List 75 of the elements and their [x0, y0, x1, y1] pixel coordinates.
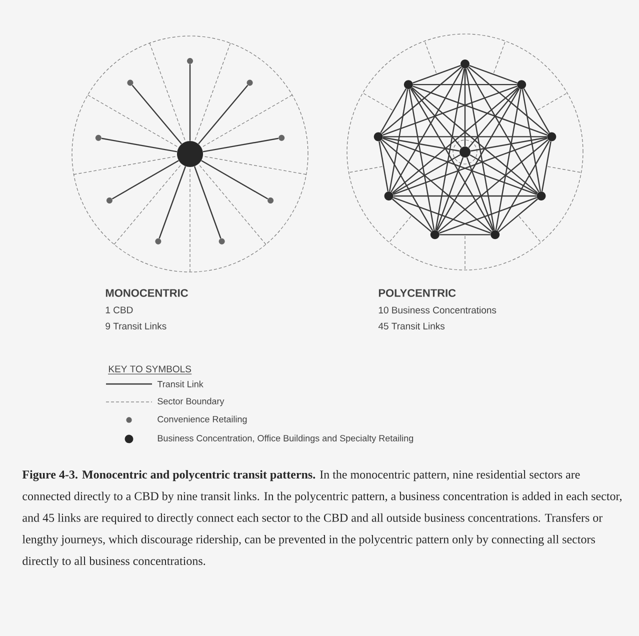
transit-link — [541, 141, 552, 192]
legend-text: Convenience Retailing — [158, 416, 247, 424]
transit-link — [382, 66, 462, 134]
transit-link — [382, 136, 460, 152]
legend-text: Sector Boundary — [158, 398, 224, 406]
business-concentration-dot — [430, 230, 440, 240]
transit-link — [412, 87, 538, 194]
transit-link — [469, 65, 518, 84]
transit-link — [411, 88, 462, 148]
transit-link — [380, 140, 434, 231]
legend-text: Business Concentration, Office Buildings and Specialty Retailing — [158, 434, 414, 444]
pattern-stat: 10 Business Concentrations — [378, 306, 496, 314]
transit-link — [189, 64, 191, 141]
transit-link — [393, 197, 491, 234]
transit-link — [201, 160, 268, 200]
business-concentration-dot — [374, 132, 383, 142]
business-concentration-dot — [536, 191, 546, 200]
business-concentration-dot — [404, 80, 413, 90]
transit-link — [392, 154, 460, 194]
transit-link — [495, 89, 522, 230]
pattern-heading: MONOCENTRIC — [106, 289, 188, 297]
pattern-stat: 45 Transit Links — [378, 322, 445, 330]
transit-link — [439, 197, 537, 234]
transit-link — [132, 84, 182, 144]
business-concentration-dot — [517, 80, 526, 90]
transit-link — [412, 65, 461, 84]
transit-link — [390, 68, 464, 192]
legend-text: Transit Link — [157, 380, 204, 388]
transit-link — [413, 84, 517, 86]
business-concentration-dot — [384, 191, 394, 200]
transit-link — [202, 138, 279, 152]
transit-link — [392, 198, 432, 232]
transit-link — [382, 86, 518, 136]
transit-link — [436, 157, 464, 230]
key-heading: KEY TO SYMBOLS — [109, 366, 191, 372]
business-concentration-dot — [490, 230, 500, 240]
business-concentration-dot — [460, 59, 470, 68]
transit-link — [410, 88, 494, 231]
transit-link — [468, 66, 548, 134]
transit-link — [438, 139, 548, 232]
transit-link — [466, 68, 540, 192]
transit-link — [435, 68, 465, 230]
transit-link — [470, 154, 538, 194]
transit-link — [496, 140, 550, 231]
transit-link — [394, 195, 537, 197]
pattern-heading: POLYCENTRIC — [378, 289, 456, 297]
transit-link — [392, 87, 518, 194]
pattern-stat: 9 Transit Links — [106, 322, 166, 330]
business-concentration-dot — [547, 132, 556, 142]
transit-link — [412, 86, 548, 136]
transit-link — [465, 68, 495, 230]
transit-link — [378, 141, 389, 192]
transit-link — [464, 68, 466, 146]
transit-link — [112, 160, 179, 200]
transit-link — [468, 88, 519, 148]
transit-link — [101, 138, 178, 152]
business-concentration-dot — [460, 146, 470, 158]
transit-link — [408, 89, 435, 230]
transit-link — [470, 136, 548, 152]
transit-link — [389, 89, 408, 192]
transit-link — [436, 88, 520, 231]
transit-link — [466, 157, 494, 230]
cbd-dot — [177, 141, 203, 167]
transit-link — [194, 166, 222, 239]
pattern-stat: 1 CBD — [106, 306, 133, 314]
transit-link — [380, 88, 407, 133]
transit-link — [382, 139, 492, 232]
caption: Figure 4-3. Monocentric and polycentric transit patterns. In the monocentric pattern, nine residential sectors are connected directly to a CBD by nine transit links. In the polycentric pattern, a business concentration is added in each sector, and 45 links are required to directly connect each sector to the CBD and all outside business concentrations. Transfers or lengthy journeys, which discourage ridership, can be prevented in the polycentric pattern only by connecting all sectors directly to all business concentrations. — [22, 470, 622, 568]
transit-link — [198, 84, 248, 144]
transit-link — [523, 88, 550, 133]
transit-link — [158, 166, 186, 239]
transit-link — [383, 136, 547, 138]
transit-link — [522, 89, 541, 192]
transit-link — [440, 234, 490, 236]
transit-link — [498, 198, 538, 232]
